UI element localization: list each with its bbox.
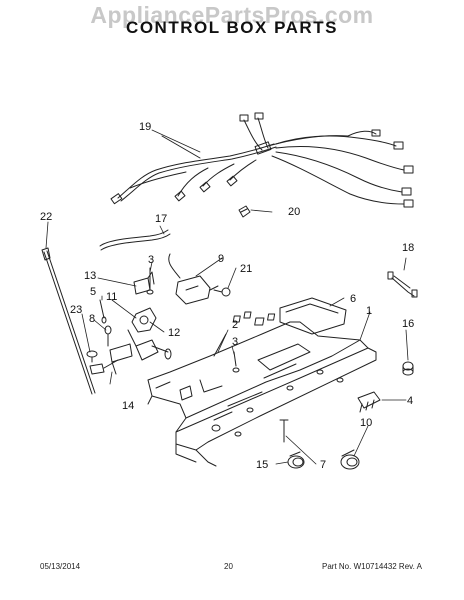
actuator-rod — [41, 247, 96, 395]
callout-2: 2 — [232, 319, 238, 331]
leader-lines — [45, 129, 409, 465]
callout-18: 18 — [402, 242, 414, 254]
footer-page-number: 20 — [224, 562, 233, 571]
callout-4: 4 — [407, 395, 413, 407]
callout-17: 17 — [155, 213, 167, 225]
door-switch — [168, 253, 231, 305]
control-board — [232, 297, 347, 335]
terminal-connector — [357, 391, 381, 413]
callout-21: 21 — [240, 263, 252, 275]
callout-1: 1 — [366, 305, 372, 317]
callout-labels: 1 2 3 3 4 5 6 7 8 9 10 11 12 13 14 15 16… — [40, 121, 414, 471]
screw — [279, 419, 289, 443]
callout-16: 16 — [402, 318, 414, 330]
callout-19: 19 — [139, 121, 151, 133]
callout-14: 14 — [122, 400, 134, 412]
callout-10: 10 — [360, 417, 372, 429]
page-title: CONTROL BOX PARTS — [126, 18, 338, 37]
wire-clip — [238, 205, 251, 218]
plug-button — [402, 361, 414, 376]
control-box-housing — [147, 321, 377, 467]
callout-13: 13 — [84, 270, 96, 282]
drain-tube — [99, 229, 171, 251]
callout-6: 6 — [350, 293, 356, 305]
footer-part-number: Part No. W10714432 Rev. A — [322, 562, 422, 571]
callout-20: 20 — [288, 206, 300, 218]
mounting-bracket — [109, 343, 133, 375]
callout-9: 9 — [218, 253, 224, 265]
lever-assembly — [86, 299, 119, 375]
callout-12: 12 — [168, 327, 180, 339]
callout-11: 11 — [106, 291, 117, 303]
callout-3b: 3 — [232, 336, 238, 348]
switch-bracket — [127, 267, 172, 361]
retainer-screws — [213, 333, 240, 373]
callout-8: 8 — [89, 313, 95, 325]
callout-23: 23 — [70, 304, 82, 316]
wire-harness — [110, 112, 414, 208]
callout-15: 15 — [256, 459, 268, 471]
watermark: AppliancePartsPros.com — [90, 2, 374, 28]
footer-date: 05/13/2014 — [40, 562, 81, 571]
callout-3a: 3 — [148, 254, 154, 266]
callout-22: 22 — [40, 211, 52, 223]
wire-jumper — [387, 271, 418, 298]
callout-7: 7 — [320, 459, 326, 471]
callout-5: 5 — [90, 286, 96, 298]
